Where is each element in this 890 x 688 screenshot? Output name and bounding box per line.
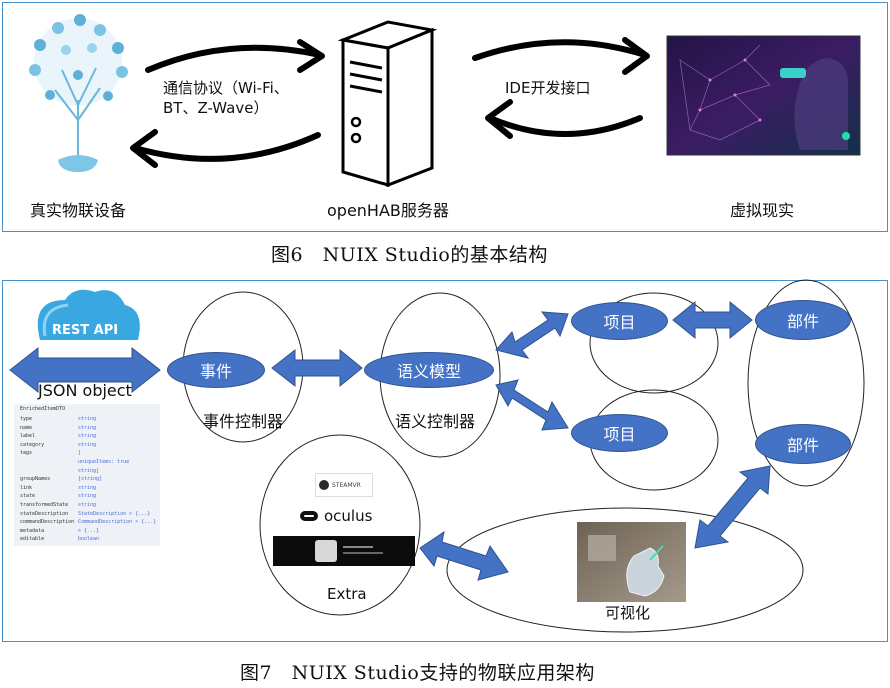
dto-row-value: CommandDescription > {...} <box>78 519 157 526</box>
semantic-pill: 语义模型 <box>364 352 494 388</box>
dto-title: EnrichedItemDTO <box>20 406 66 412</box>
dto-row-value: string <box>78 416 97 422</box>
figure6-caption: 图6 NUIX Studio的基本结构 <box>271 244 548 266</box>
dto-row-key: category <box>20 441 45 448</box>
dto-row-key: transformedState <box>20 502 69 508</box>
figure7-caption: 图7 NUIX Studio支持的物联应用架构 <box>240 662 595 684</box>
mrtk-banner <box>273 536 415 566</box>
dto-row-value: [string] <box>78 476 103 483</box>
dto-row-value: string <box>78 502 97 508</box>
semantic-controller-label: 语义控制器 <box>395 412 476 431</box>
mrtk-stripe-2 <box>343 552 383 554</box>
part-pill-top: 部件 <box>755 300 851 340</box>
item-pill-top: 项目 <box>571 302 668 340</box>
event-pill: 事件 <box>167 352 265 388</box>
dto-row-key: editable <box>20 536 45 543</box>
dto-row-value: string <box>78 424 97 431</box>
steam-icon <box>319 480 329 490</box>
steamvr-logo: STEAMVR <box>315 473 373 497</box>
dto-row-key: link <box>20 484 33 491</box>
rest-api-label: REST API <box>52 323 119 338</box>
json-object-label: JSON object <box>38 381 132 400</box>
dto-row-key: groupNames <box>20 476 51 483</box>
dto-row-value: > {...} <box>78 527 100 534</box>
protocol-label-line2: BT、Z-Wave） <box>163 99 269 117</box>
extra-label: Extra <box>327 585 367 603</box>
dto-row-key: metadata <box>20 527 45 534</box>
iot-label: 真实物联设备 <box>30 201 127 220</box>
dto-row-key: stateDescription <box>20 510 69 517</box>
dto-row-value: StateDescription > {...} <box>78 510 151 517</box>
dto-row-value: string <box>78 484 97 491</box>
dto-row-value: string <box>78 493 97 500</box>
dto-row-key: state <box>20 493 36 500</box>
dto-row-key: type <box>20 416 33 422</box>
dto-row-value: boolean <box>78 536 100 543</box>
dto-row-key: label <box>20 433 36 440</box>
dto-row-value: [ <box>78 450 82 457</box>
mrtk-stripe <box>343 546 373 548</box>
event-controller-label: 事件控制器 <box>203 412 284 431</box>
dto-row-value: string <box>78 433 97 440</box>
ide-label: IDE开发接口 <box>505 79 591 97</box>
dto-row-value: string <box>78 441 97 448</box>
item-pill-bottom: 项目 <box>571 414 668 452</box>
dto-row-value: uniqueItems: true <box>78 459 130 465</box>
dto-row-value: string] <box>78 467 100 474</box>
visualize-label: 可视化 <box>605 604 651 622</box>
protocol-label-line1: 通信协议（Wi-Fi、 <box>163 79 289 97</box>
server-label: openHAB服务器 <box>327 201 449 220</box>
dto-row-key: name <box>20 424 33 431</box>
oculus-ring-icon <box>300 511 318 521</box>
vr-label: 虚拟现实 <box>730 201 795 220</box>
oculus-logo: oculus <box>300 505 390 527</box>
dto-row-key: tags <box>20 450 33 457</box>
mrtk-emblem-icon <box>315 540 337 562</box>
dto-row-key: commandDescription <box>20 519 75 526</box>
part-pill-bottom: 部件 <box>755 424 851 464</box>
dto-panel: EnrichedItemDTO type string name string labe… <box>14 404 160 546</box>
